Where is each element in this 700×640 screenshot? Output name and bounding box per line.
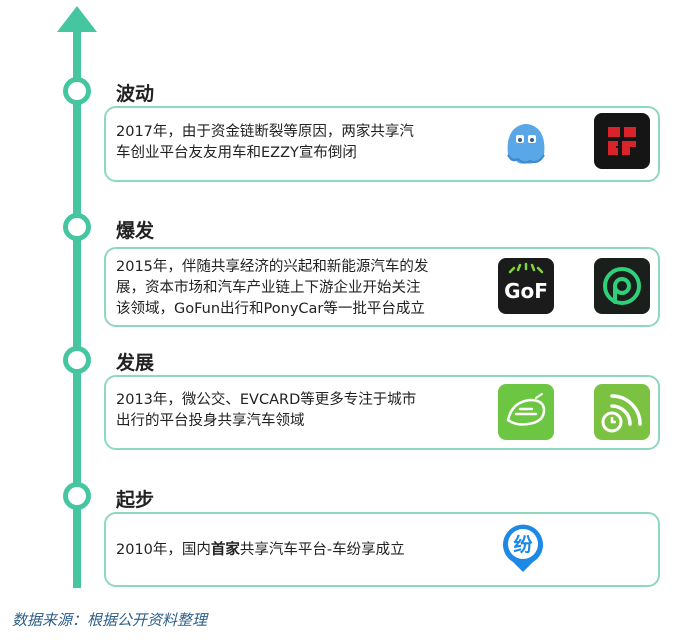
ponycar-logo <box>594 258 650 314</box>
stage-text-1: 2017年，由于资金链断裂等原因，两家共享汽 车创业平台友友用车和EZZY宣布倒… <box>116 122 414 164</box>
timeline-arrow-icon <box>57 6 97 32</box>
stage-card-4: 2010年，国内首家共享汽车平台-车纷享成立 纷 <box>104 512 660 587</box>
stage-text-4: 2010年，国内首家共享汽车平台-车纷享成立 <box>116 540 405 561</box>
timeline-node-2 <box>63 213 91 241</box>
stage-text-3: 2013年，微公交、EVCARD等更多专注于城市 出行的平台投身共享汽车领域 <box>116 390 416 432</box>
stage-title-4: 起步 <box>116 489 155 511</box>
stage-title-3: 发展 <box>116 352 155 374</box>
timeline-node-4 <box>63 482 91 510</box>
gofun-logo-text: GoF <box>504 279 548 303</box>
stage-card-2: 2015年，伴随共享经济的兴起和新能源汽车的发 展，资本市场和汽车产业链上下游企… <box>104 247 660 327</box>
stage-text-line: 展，资本市场和汽车产业链上下游企业开始关注 <box>116 280 421 296</box>
youyou-car-logo <box>498 115 554 171</box>
stage-text-line: 出行的平台投身共享汽车领域 <box>116 413 305 429</box>
stage-text-line: 2015年，伴随共享经济的兴起和新能源汽车的发 <box>116 259 429 275</box>
weigongjiao-logo <box>498 384 554 440</box>
stage-text-emphasis: 首家 <box>210 542 240 558</box>
stage-text-line: 2013年，微公交、EVCARD等更多专注于城市 <box>116 392 417 408</box>
stage-text-2: 2015年，伴随共享经济的兴起和新能源汽车的发 展，资本市场和汽车产业链上下游企… <box>116 257 428 320</box>
stage-card-3: 2013年，微公交、EVCARD等更多专注于城市 出行的平台投身共享汽车领域 <box>104 375 660 450</box>
stage-card-1: 2017年，由于资金链断裂等原因，两家共享汽 车创业平台友友用车和EZZY宣布倒… <box>104 106 660 182</box>
timeline-node-3 <box>63 346 91 374</box>
stage-title-2: 爆发 <box>116 220 155 242</box>
timeline-node-1 <box>63 77 91 105</box>
timeline-axis <box>73 28 81 588</box>
chefenxiang-logo-text: 纷 <box>513 533 532 556</box>
evcard-logo <box>594 384 650 440</box>
ezzy-logo <box>594 113 650 169</box>
stage-text-line: 2017年，由于资金链断裂等原因，两家共享汽 <box>116 124 414 140</box>
chefenxiang-logo: 纷 <box>498 520 548 576</box>
stage-text-part: 共享汽车平台-车纷享成立 <box>239 542 405 558</box>
stage-text-line: 车创业平台友友用车和EZZY宣布倒闭 <box>116 145 357 161</box>
source-note: 数据来源：根据公开资料整理 <box>12 611 208 629</box>
stage-text-line: 该领域，GoFun出行和PonyCar等一批平台成立 <box>116 301 425 317</box>
stage-title-1: 波动 <box>116 83 155 105</box>
stage-text-part: 2010年，国内 <box>116 542 211 558</box>
gofun-logo: GoF <box>498 258 554 314</box>
